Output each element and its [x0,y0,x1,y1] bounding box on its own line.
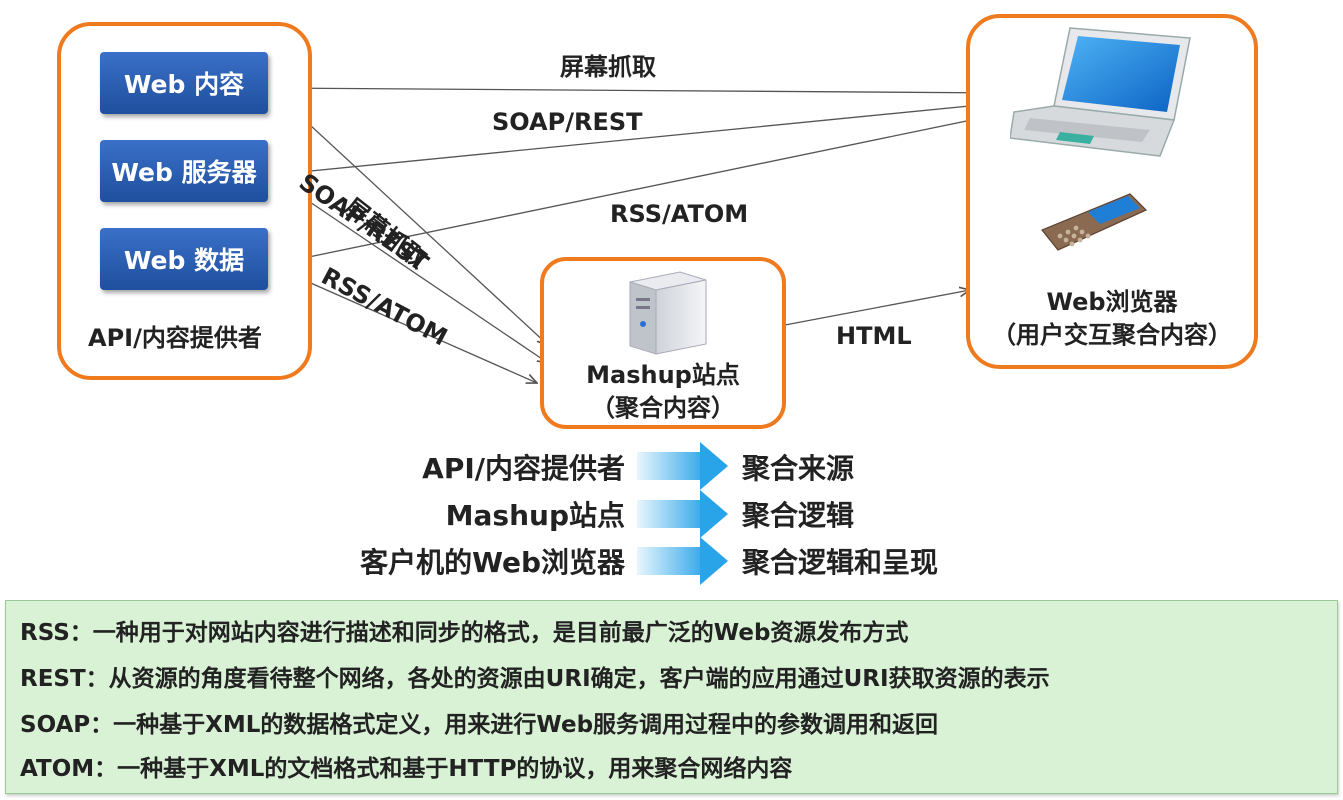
label-screen-scrape-top: 屏幕抓取 [560,53,656,81]
arrow-server-to-browser [269,102,1010,176]
definition-rest: REST：从资源的角度看待整个网络，各处的资源由URI确定，客户端的应用通过UR… [20,666,1050,692]
label-soap-rest-top: SOAP/REST [492,108,643,136]
definition-soap: SOAP：一种基于XML的数据格式定义，用来进行Web服务调用过程中的参数调用和… [20,712,939,738]
arrow-data-to-browser [269,112,1010,266]
connector-lines [269,87,1343,585]
label-html: HTML [836,322,912,350]
arrow-data-to-mashup [269,264,537,383]
web-content-button: Web 内容 [100,52,268,114]
web-data-button: Web 数据 [100,228,268,290]
legend-left-3: 客户机的Web浏览器 [360,546,625,579]
legend-right-1: 聚合来源 [742,452,855,485]
browser-label-1: Web浏览器 [1046,288,1178,316]
arrow-content-to-mashup [269,87,548,345]
legend-arrow-2 [637,490,728,538]
legend-left-2: Mashup站点 [445,499,625,532]
legend-right-3: 聚合逻辑和呈现 [742,546,939,579]
arrow-mashup-to-browser [784,290,970,326]
legend-right-2: 聚合逻辑 [742,499,855,532]
server-icon [629,271,707,355]
web-server-button: Web 服务器 [100,140,268,202]
phone-icon [1041,193,1148,251]
legend-arrow-3 [637,537,728,585]
legend-left-1: API/内容提供者 [422,452,625,485]
arrow-content-to-browser [269,87,1010,93]
definition-rss: RSS：一种用于对网站内容进行描述和同步的格式，是目前最广泛的Web资源发布方式 [20,620,909,646]
mashup-label-2: （聚合内容） [591,394,735,422]
mashup-label-1: Mashup站点 [586,361,740,389]
browser-label-2: （用户交互聚合内容） [992,321,1232,349]
label-rss-atom-top: RSS/ATOM [610,200,749,228]
legend-arrow-1 [637,442,728,490]
arrow-server-to-mashup [269,174,548,363]
provider-label: API/内容提供者 [88,324,262,352]
laptop-icon [1010,27,1191,157]
definitions-box: RSS：一种用于对网站内容进行描述和同步的格式，是目前最广泛的Web资源发布方式… [5,600,1338,794]
definition-atom: ATOM：一种基于XML的文档格式和基于HTTP的协议，用来聚合网络内容 [20,756,793,782]
